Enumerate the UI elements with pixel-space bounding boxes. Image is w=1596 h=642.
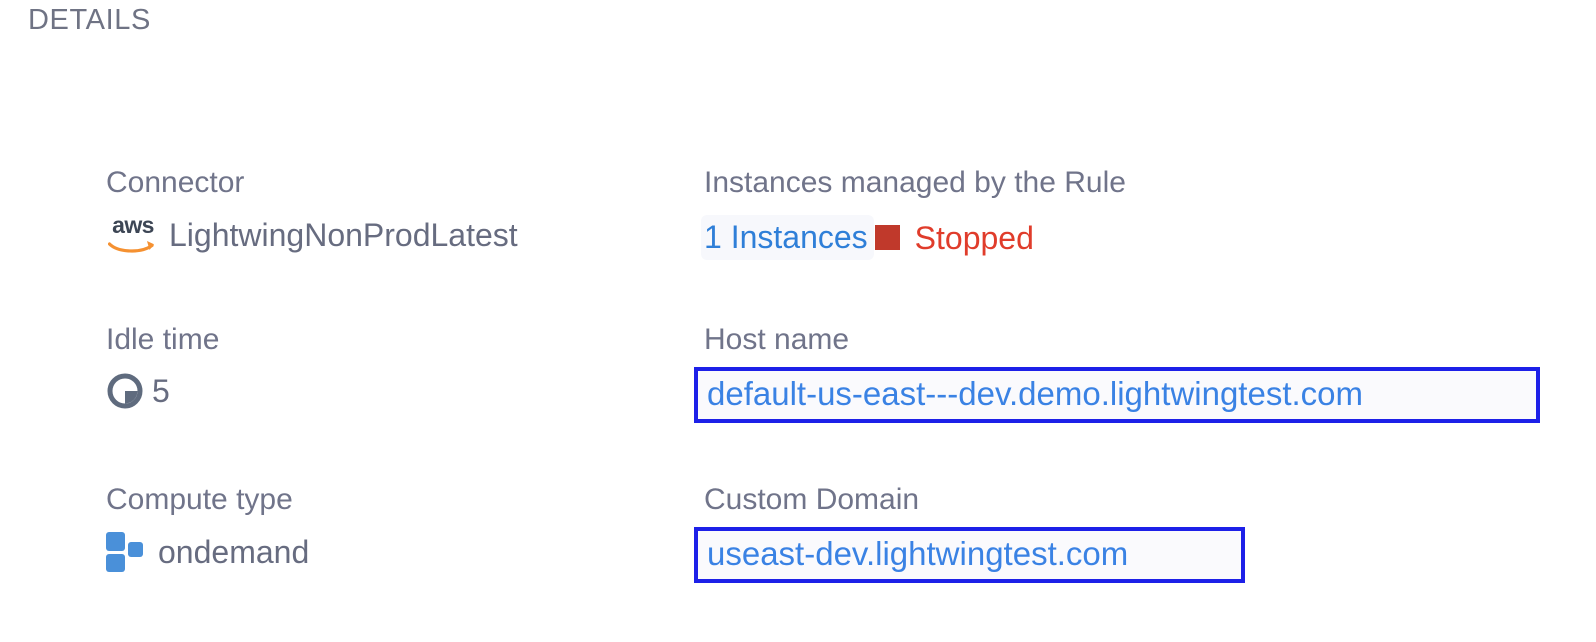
compute-type-value-row: ondemand: [106, 532, 686, 572]
details-row: Idle time 5 Host name default: [0, 325, 1596, 475]
status-badge: Stopped: [914, 219, 1034, 256]
custom-domain-label: Custom Domain: [704, 483, 920, 516]
custom-domain-value[interactable]: useast-dev.lightwingtest.com: [707, 535, 1129, 572]
compute-type-field: Compute type ondemand: [106, 485, 686, 572]
instances-field: Instances managed by the Rule 1 Instance…: [701, 166, 1584, 260]
details-row: Compute type ondemand Custom Domain usea…: [0, 485, 1596, 635]
instances-link[interactable]: 1 Instances: [701, 215, 874, 260]
compute-type-value: ondemand: [158, 534, 310, 570]
idle-time-field: Idle time 5: [106, 325, 686, 410]
connector-field: Connector aws LightwingNonProdLatest: [106, 168, 686, 255]
host-name-field: Host name default-us-east---dev.demo.lig…: [694, 323, 1584, 423]
idle-time-value: 5: [152, 373, 170, 409]
host-name-link-box[interactable]: default-us-east---dev.demo.lightwingtest…: [694, 367, 1540, 423]
connector-value-row: aws LightwingNonProdLatest: [106, 214, 686, 255]
custom-domain-link-box[interactable]: useast-dev.lightwingtest.com: [694, 527, 1245, 583]
compute-type-label: Compute type: [106, 483, 293, 516]
host-name-label: Host name: [704, 323, 850, 356]
custom-domain-field: Custom Domain useast-dev.lightwingtest.c…: [694, 483, 1584, 583]
host-name-value[interactable]: default-us-east---dev.demo.lightwingtest…: [707, 375, 1364, 412]
stop-square-icon: [874, 225, 900, 250]
instances-value-row: 1 Instances Stopped: [701, 215, 1584, 260]
clock-icon: [106, 372, 144, 410]
connector-value: LightwingNonProdLatest: [169, 217, 518, 253]
idle-time-value-row: 5: [106, 372, 686, 410]
instances-label: Instances managed by the Rule: [704, 166, 1126, 199]
compute-blocks-icon: [106, 532, 148, 572]
aws-logo-icon: aws: [106, 214, 160, 255]
connector-label: Connector: [106, 166, 245, 199]
details-row: Connector aws LightwingNonProdLatest Ins…: [0, 168, 1596, 318]
idle-time-label: Idle time: [106, 323, 220, 356]
page-title: DETAILS: [28, 4, 151, 36]
